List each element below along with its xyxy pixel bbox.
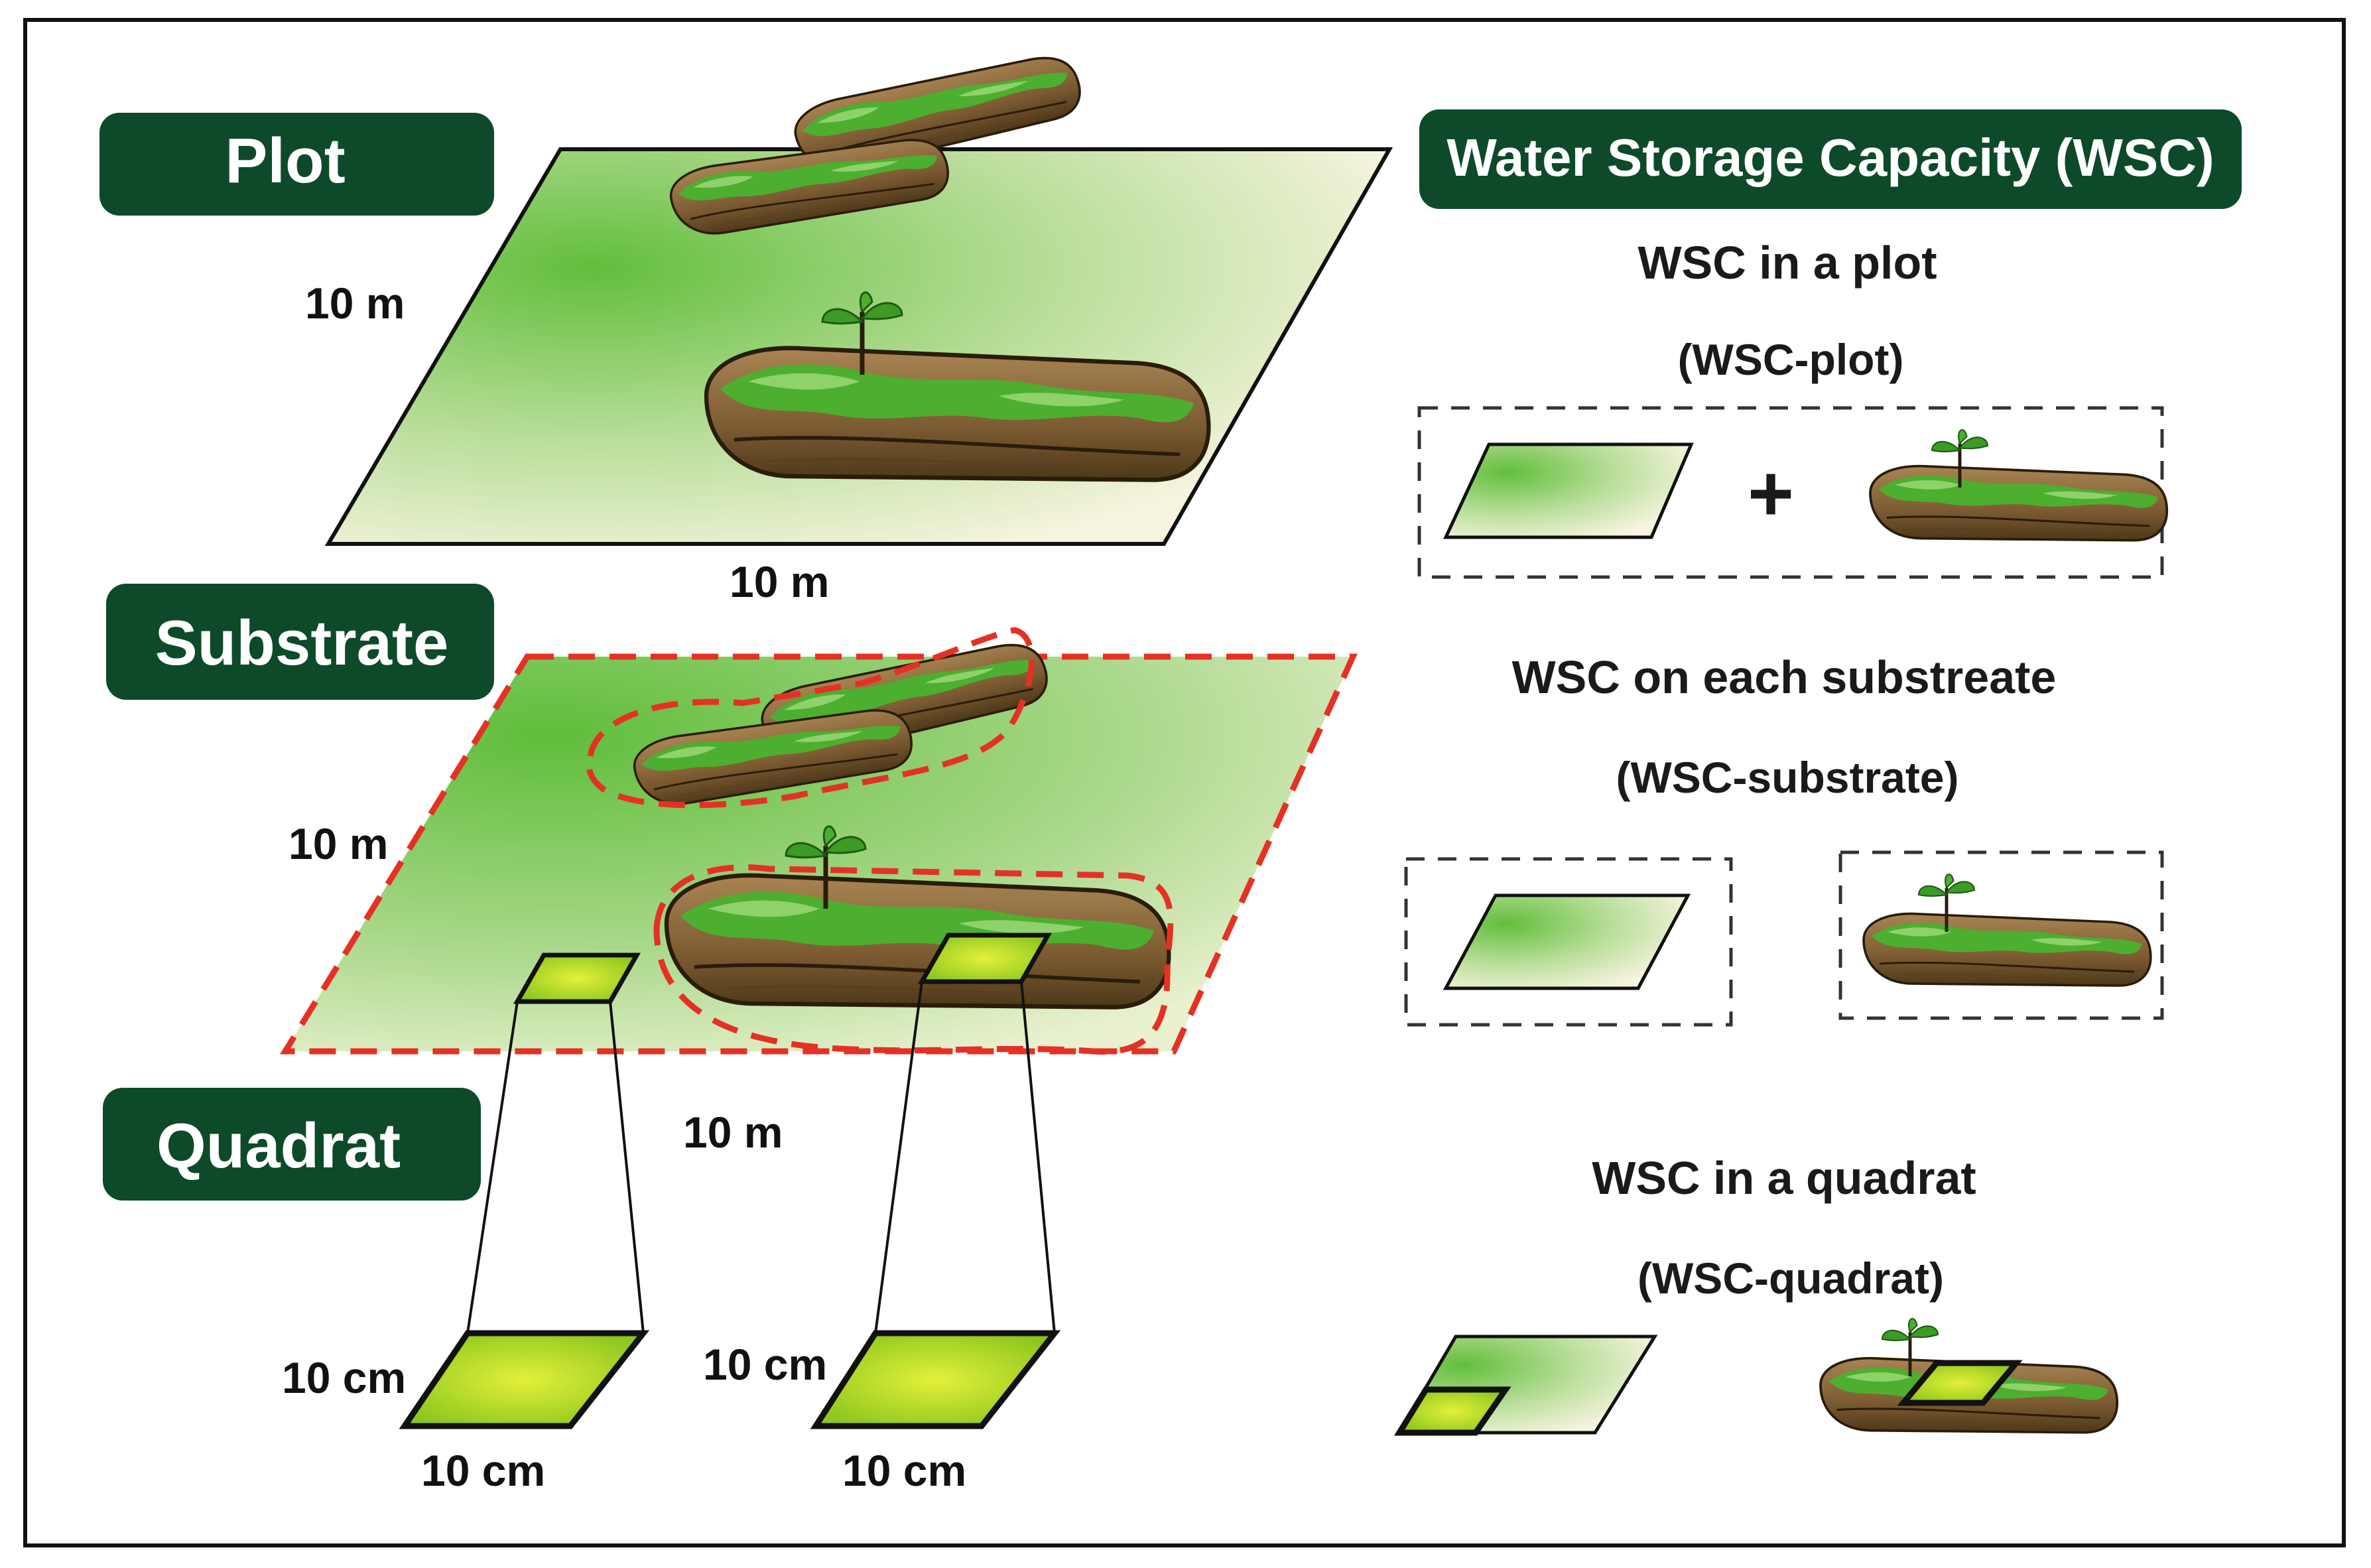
projection-lines bbox=[466, 981, 1056, 1334]
wsc-plot-ground-icon bbox=[1443, 442, 1694, 539]
wsc-quadrat-log-icon bbox=[1819, 1319, 2119, 1434]
wsc-substrate-title: WSC on each substreate bbox=[1512, 651, 2057, 703]
wsc-banner: Water Storage Capacity (WSC) bbox=[1419, 109, 2242, 209]
wsc-quadrat-log-square bbox=[1897, 1360, 2023, 1406]
wsc-quadrat-ground-icon bbox=[1393, 1335, 1658, 1436]
quadrat-label: Quadrat bbox=[157, 1110, 401, 1181]
wsc-quadrat-title: WSC in a quadrat bbox=[1592, 1152, 1976, 1204]
substrate-outline-back bbox=[586, 627, 1035, 809]
quadrat2-side-dimension: 10 cm bbox=[703, 1340, 827, 1389]
substrate-log-back bbox=[586, 627, 1054, 815]
substrate-bottom-dimension: 10 m bbox=[683, 1108, 783, 1157]
wsc-substrate-log-box bbox=[1838, 850, 2164, 1020]
quadrat-enlarged-2 bbox=[810, 1330, 1061, 1429]
wsc-plot-title: WSC in a plot bbox=[1637, 237, 1937, 289]
plot-banner: Plot bbox=[99, 113, 494, 216]
wsc-plot-log-icon bbox=[1869, 430, 2169, 542]
wsc-substrate-log-icon bbox=[1862, 874, 2152, 987]
wsc-plot-code: (WSC-plot) bbox=[1678, 335, 1904, 384]
substrate-label: Substrate bbox=[155, 608, 449, 679]
wsc-title: Water Storage Capacity (WSC) bbox=[1446, 128, 2214, 187]
substrate-side-dimension: 10 m bbox=[288, 819, 388, 868]
plot-side-dimension: 10 m bbox=[305, 279, 405, 328]
wsc-quadrat-code: (WSC-quadrat) bbox=[1637, 1254, 1944, 1303]
wsc-substrate-ground-box bbox=[1404, 857, 1733, 1027]
quadrat1-bottom-dimension: 10 cm bbox=[421, 1446, 545, 1495]
quadrat-banner: Quadrat bbox=[103, 1088, 481, 1201]
quadrat-enlarged-1 bbox=[399, 1330, 650, 1429]
wsc-plot-plus: + bbox=[1748, 449, 1794, 538]
quadrat1-side-dimension: 10 cm bbox=[282, 1353, 406, 1402]
wsc-substrate-ground-icon bbox=[1442, 893, 1691, 990]
wsc-plot-box bbox=[1417, 406, 2164, 579]
substrate-log-front bbox=[653, 826, 1174, 1055]
wsc-substrate-code: (WSC-substrate) bbox=[1616, 753, 1958, 802]
substrate-banner: Substrate bbox=[106, 584, 494, 700]
wsc-quadrat-small-square bbox=[1393, 1386, 1511, 1436]
plot-label: Plot bbox=[225, 125, 345, 196]
substrate-outline-front bbox=[653, 864, 1174, 1055]
quadrat2-bottom-dimension: 10 cm bbox=[842, 1446, 966, 1495]
outer-frame bbox=[23, 18, 2346, 1547]
plot-bottom-dimension: 10 m bbox=[730, 557, 829, 606]
